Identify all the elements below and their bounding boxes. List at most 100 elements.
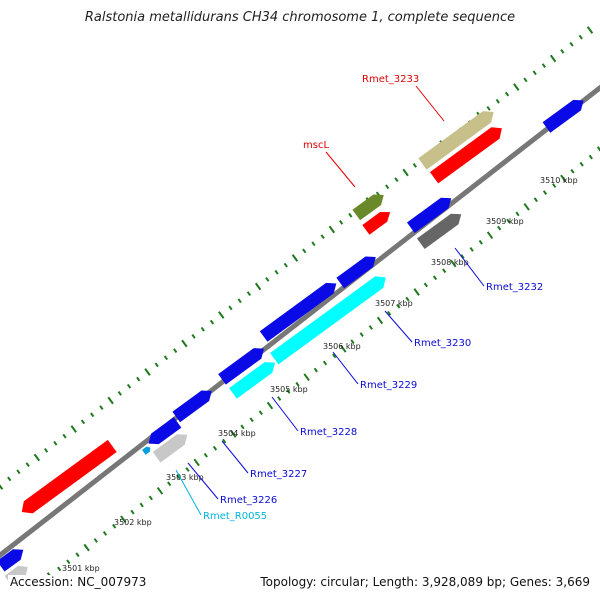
tick-mark bbox=[450, 259, 457, 268]
tick-mark bbox=[240, 424, 245, 430]
tick-mark bbox=[0, 484, 4, 490]
gene-mscl[interactable] bbox=[352, 190, 387, 221]
tick-mark bbox=[167, 481, 172, 487]
label-leader-line bbox=[332, 351, 359, 385]
gene-label-rmet-r0055[interactable]: Rmet_R0055 bbox=[203, 511, 267, 522]
tick-mark bbox=[560, 49, 565, 54]
tick-mark bbox=[139, 502, 144, 508]
tick-mark bbox=[460, 254, 465, 259]
tick-mark bbox=[200, 326, 205, 332]
label-leader-line bbox=[325, 151, 356, 188]
tick-mark bbox=[203, 452, 208, 458]
tick-mark bbox=[291, 254, 299, 262]
gene-rmet-3228[interactable] bbox=[218, 343, 268, 385]
tick-mark bbox=[62, 433, 67, 439]
gene-label-rmet-3227[interactable]: Rmet_3227 bbox=[250, 469, 307, 480]
tick-mark bbox=[328, 225, 336, 234]
gene-rmet-3230[interactable] bbox=[259, 278, 340, 342]
gene-rmet-3228-rna[interactable] bbox=[229, 357, 279, 399]
tick-mark bbox=[570, 168, 575, 174]
gene-rmet-3229[interactable] bbox=[270, 272, 390, 365]
tick-label: 3502 kbp bbox=[114, 518, 152, 527]
tick-mark bbox=[588, 154, 593, 160]
tick-mark bbox=[107, 396, 114, 405]
gene-mscl-cds[interactable] bbox=[362, 207, 393, 235]
gene-label-rmet-3229[interactable]: Rmet_3229 bbox=[360, 380, 417, 391]
tick-mark bbox=[423, 282, 428, 288]
tick-mark bbox=[549, 54, 557, 63]
tick-mark bbox=[541, 63, 547, 68]
tick-mark bbox=[513, 83, 520, 91]
tick-mark bbox=[16, 469, 21, 475]
tick-label: 3510 kbp bbox=[540, 176, 578, 185]
label-leader-line bbox=[221, 440, 249, 474]
gene-rmet-r0055[interactable] bbox=[142, 445, 152, 455]
tick-mark bbox=[569, 41, 574, 47]
tick-mark bbox=[148, 495, 153, 501]
tick-label: 3508 kbp bbox=[431, 258, 469, 267]
gene-label-rmet-3228[interactable]: Rmet_3228 bbox=[300, 427, 357, 438]
tick-mark bbox=[66, 559, 71, 565]
tick-mark bbox=[83, 543, 90, 552]
gene-rmet-3231[interactable] bbox=[336, 252, 379, 289]
tick-mark bbox=[25, 462, 30, 467]
tick-mark bbox=[586, 26, 594, 34]
gene-label-rmet-3230[interactable]: Rmet_3230 bbox=[414, 338, 471, 349]
tick-label: 3501 kbp bbox=[62, 564, 100, 573]
tick-mark bbox=[7, 476, 12, 482]
tick-mark bbox=[53, 440, 58, 446]
gene-rmet-3226[interactable] bbox=[145, 417, 182, 449]
tick-mark bbox=[560, 174, 567, 183]
tick-mark bbox=[185, 467, 190, 472]
tick-label: 3505 kbp bbox=[270, 385, 308, 394]
tick-mark bbox=[302, 248, 307, 254]
gene-rmet-3232-rna[interactable] bbox=[416, 209, 465, 249]
tick-mark bbox=[313, 367, 318, 373]
tick-mark bbox=[218, 311, 225, 319]
gene-feature[interactable] bbox=[542, 95, 588, 133]
tick-mark bbox=[533, 197, 538, 203]
gene-label-mscl[interactable]: mscL bbox=[303, 140, 329, 151]
tick-mark bbox=[286, 389, 291, 394]
lower-tick-row bbox=[46, 146, 600, 580]
gene-label-rmet-3232[interactable]: Rmet_3232 bbox=[486, 282, 543, 293]
tick-mark bbox=[193, 458, 200, 467]
tick-mark bbox=[515, 211, 520, 217]
gene-rmet-3226-rna[interactable] bbox=[152, 430, 191, 463]
gene-large-red[interactable] bbox=[17, 439, 117, 518]
tick-mark bbox=[102, 531, 108, 536]
tick-mark bbox=[432, 275, 438, 281]
label-leader-line bbox=[454, 247, 485, 287]
tick-mark bbox=[237, 298, 242, 304]
tick-mark bbox=[93, 538, 98, 543]
tick-mark bbox=[112, 523, 117, 529]
upper-tick-row bbox=[0, 26, 594, 490]
tick-mark bbox=[249, 417, 254, 423]
tick-mark bbox=[394, 177, 399, 182]
tick-mark bbox=[222, 438, 227, 444]
tick-mark bbox=[99, 405, 104, 410]
accession-text: Accession: NC_007973 bbox=[8, 575, 149, 589]
tick-mark bbox=[523, 202, 530, 211]
tick-mark bbox=[120, 515, 127, 524]
label-leader-line bbox=[175, 469, 202, 516]
gene-rmet-3233[interactable] bbox=[418, 106, 497, 170]
tick-mark bbox=[359, 332, 364, 337]
gene-label-rmet-3233[interactable]: Rmet_3233 bbox=[362, 74, 419, 85]
tick-mark bbox=[405, 296, 410, 302]
gene-rmet-3232[interactable] bbox=[406, 193, 455, 233]
label-leader-line bbox=[271, 396, 299, 432]
tick-mark bbox=[303, 373, 310, 382]
gene-label-rmet-3226[interactable]: Rmet_3226 bbox=[220, 495, 277, 506]
tick-mark bbox=[478, 239, 483, 245]
tick-mark bbox=[117, 391, 122, 396]
tick-mark bbox=[126, 383, 132, 389]
tick-mark bbox=[596, 146, 600, 152]
gene-rmet-3227[interactable] bbox=[172, 386, 215, 423]
tick-mark bbox=[311, 241, 316, 247]
tick-mark bbox=[368, 325, 373, 330]
gene-edge-blue[interactable] bbox=[0, 544, 27, 572]
gene-rmet-3233-cds[interactable] bbox=[429, 123, 506, 184]
